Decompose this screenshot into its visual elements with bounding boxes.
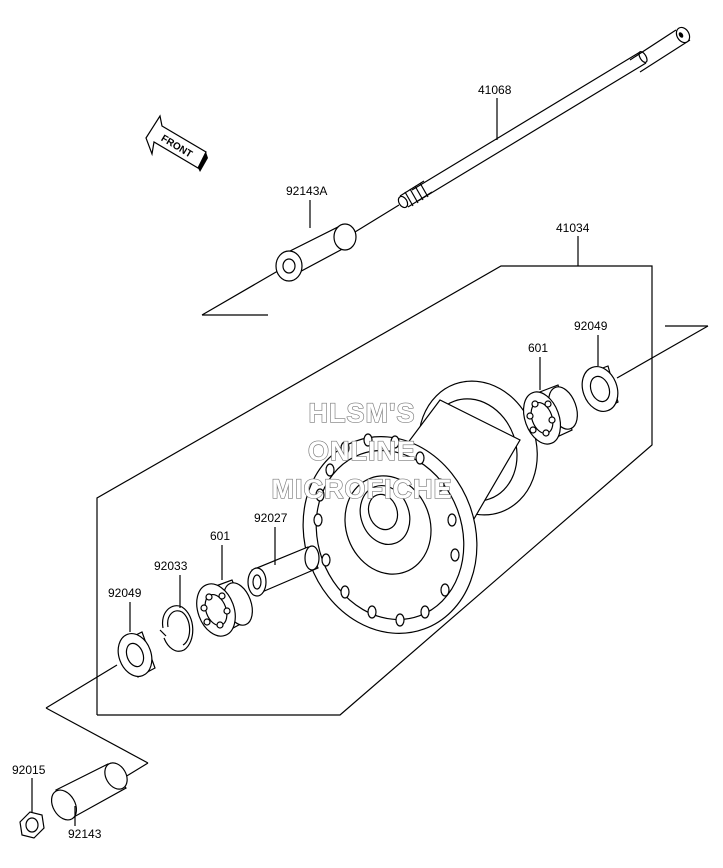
label-41068: 41068 bbox=[478, 83, 512, 97]
label-92049-left: 92049 bbox=[108, 586, 142, 600]
bearing-601-left[interactable] bbox=[190, 578, 258, 641]
label-601-right: 601 bbox=[528, 341, 548, 355]
axle-41068[interactable] bbox=[354, 25, 692, 233]
watermark-line-3: MICROFICHE bbox=[272, 474, 453, 504]
watermark-line-1: HLSM'S bbox=[309, 398, 416, 428]
label-92015: 92015 bbox=[12, 763, 46, 777]
bearing-601-right[interactable] bbox=[517, 383, 583, 449]
spacer-92143A[interactable] bbox=[275, 223, 357, 282]
oil-seal-92049-left[interactable] bbox=[112, 629, 157, 681]
oil-seal-92049-right[interactable] bbox=[576, 362, 624, 417]
label-92049-right: 92049 bbox=[574, 319, 608, 333]
label-92143A: 92143A bbox=[286, 184, 327, 198]
collar-92027[interactable] bbox=[247, 545, 320, 597]
circlip-92033[interactable] bbox=[159, 605, 194, 652]
wheel-hub[interactable] bbox=[276, 364, 556, 658]
label-41034: 41034 bbox=[556, 221, 590, 235]
label-92027: 92027 bbox=[254, 511, 288, 525]
nut-92015[interactable] bbox=[19, 811, 45, 839]
label-92143: 92143 bbox=[68, 827, 102, 841]
front-arrow-icon: FRONT bbox=[145, 114, 208, 172]
spacer-92143[interactable] bbox=[46, 759, 131, 824]
hub-assembly-outline bbox=[96, 265, 653, 716]
watermark: HLSM'S ONLINE MICROFICHE bbox=[271, 397, 453, 504]
watermark-line-2: ONLINE bbox=[308, 436, 416, 466]
label-92033: 92033 bbox=[154, 559, 188, 573]
label-601-left: 601 bbox=[210, 529, 230, 543]
